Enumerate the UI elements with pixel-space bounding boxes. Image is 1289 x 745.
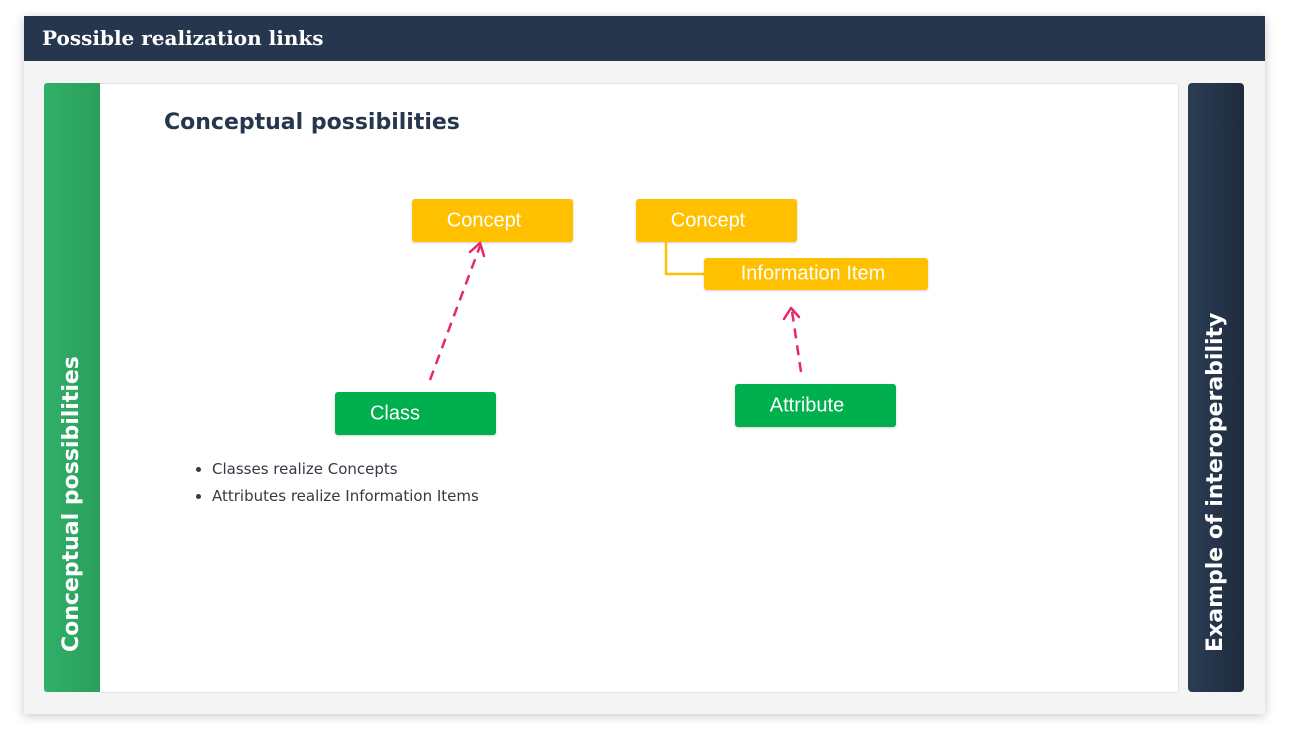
- information-item-box: Information Item: [704, 258, 928, 290]
- class-box-label: Class: [370, 402, 420, 424]
- realization-diagram: Concept Class Concept Information Item: [335, 199, 928, 435]
- list-item: Attributes realize Information Items: [212, 483, 479, 510]
- header-bar: Possible realization links: [24, 16, 1265, 61]
- tab-example-of-interoperability[interactable]: Example of interoperability: [1188, 83, 1244, 692]
- content-panel: Conceptual possibilities Concept Class: [100, 83, 1179, 693]
- concept-box-right-label: Concept: [671, 209, 746, 231]
- slide-card: Possible realization links Conceptual po…: [24, 16, 1265, 714]
- bullet-list: Classes realize Concepts Attributes real…: [188, 456, 479, 510]
- panel-title: Conceptual possibilities: [164, 110, 460, 135]
- parent-connector: [664, 242, 706, 276]
- tab-label: Example of interoperability: [1203, 312, 1228, 652]
- list-item: Classes realize Concepts: [212, 456, 479, 483]
- class-box: Class: [335, 392, 496, 435]
- concept-box-left-label: Concept: [447, 209, 522, 231]
- tab-label: Conceptual possibilities: [59, 356, 84, 652]
- concept-box-right: Concept: [636, 199, 797, 242]
- realization-arrow-left: [428, 241, 486, 381]
- attribute-box: Attribute: [735, 384, 896, 427]
- concept-box-left: Concept: [412, 199, 573, 242]
- tab-conceptual-possibilities[interactable]: Conceptual possibilities: [44, 83, 100, 692]
- attribute-box-label: Attribute: [770, 394, 844, 416]
- page-title: Possible realization links: [42, 26, 324, 50]
- realization-arrow-right: [782, 306, 803, 373]
- information-item-label: Information Item: [741, 262, 886, 284]
